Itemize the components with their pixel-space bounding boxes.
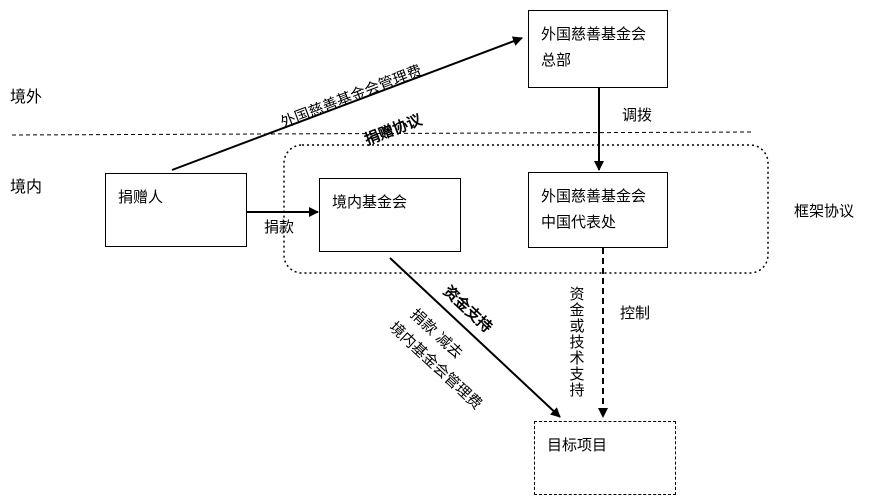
arrow-donor-to-hq [171,36,523,171]
label-framework-agreement: 框架协议 [794,202,855,220]
node-hq: 外国慈善基金会总部 [528,10,668,88]
border-divider-line [11,131,753,136]
label-donation: 捐款 [264,218,295,236]
arrow-foundation-to-target [389,257,561,418]
node-target: 目标项目 [534,421,676,495]
region-label-domestic: 境内 [10,177,43,196]
label-fund-or-tech-support: 资金或技术支持 [569,285,585,399]
node-donor: 捐赠人 [105,173,247,247]
framework-boundary [283,144,769,274]
region-label-abroad: 境外 [10,87,43,106]
node-rep-office: 外国慈善基金会中国代表处 [528,172,668,248]
label-allocate: 调拨 [622,106,653,124]
label-control: 控制 [620,304,651,322]
node-domestic-foundation: 境内基金会 [319,178,461,252]
